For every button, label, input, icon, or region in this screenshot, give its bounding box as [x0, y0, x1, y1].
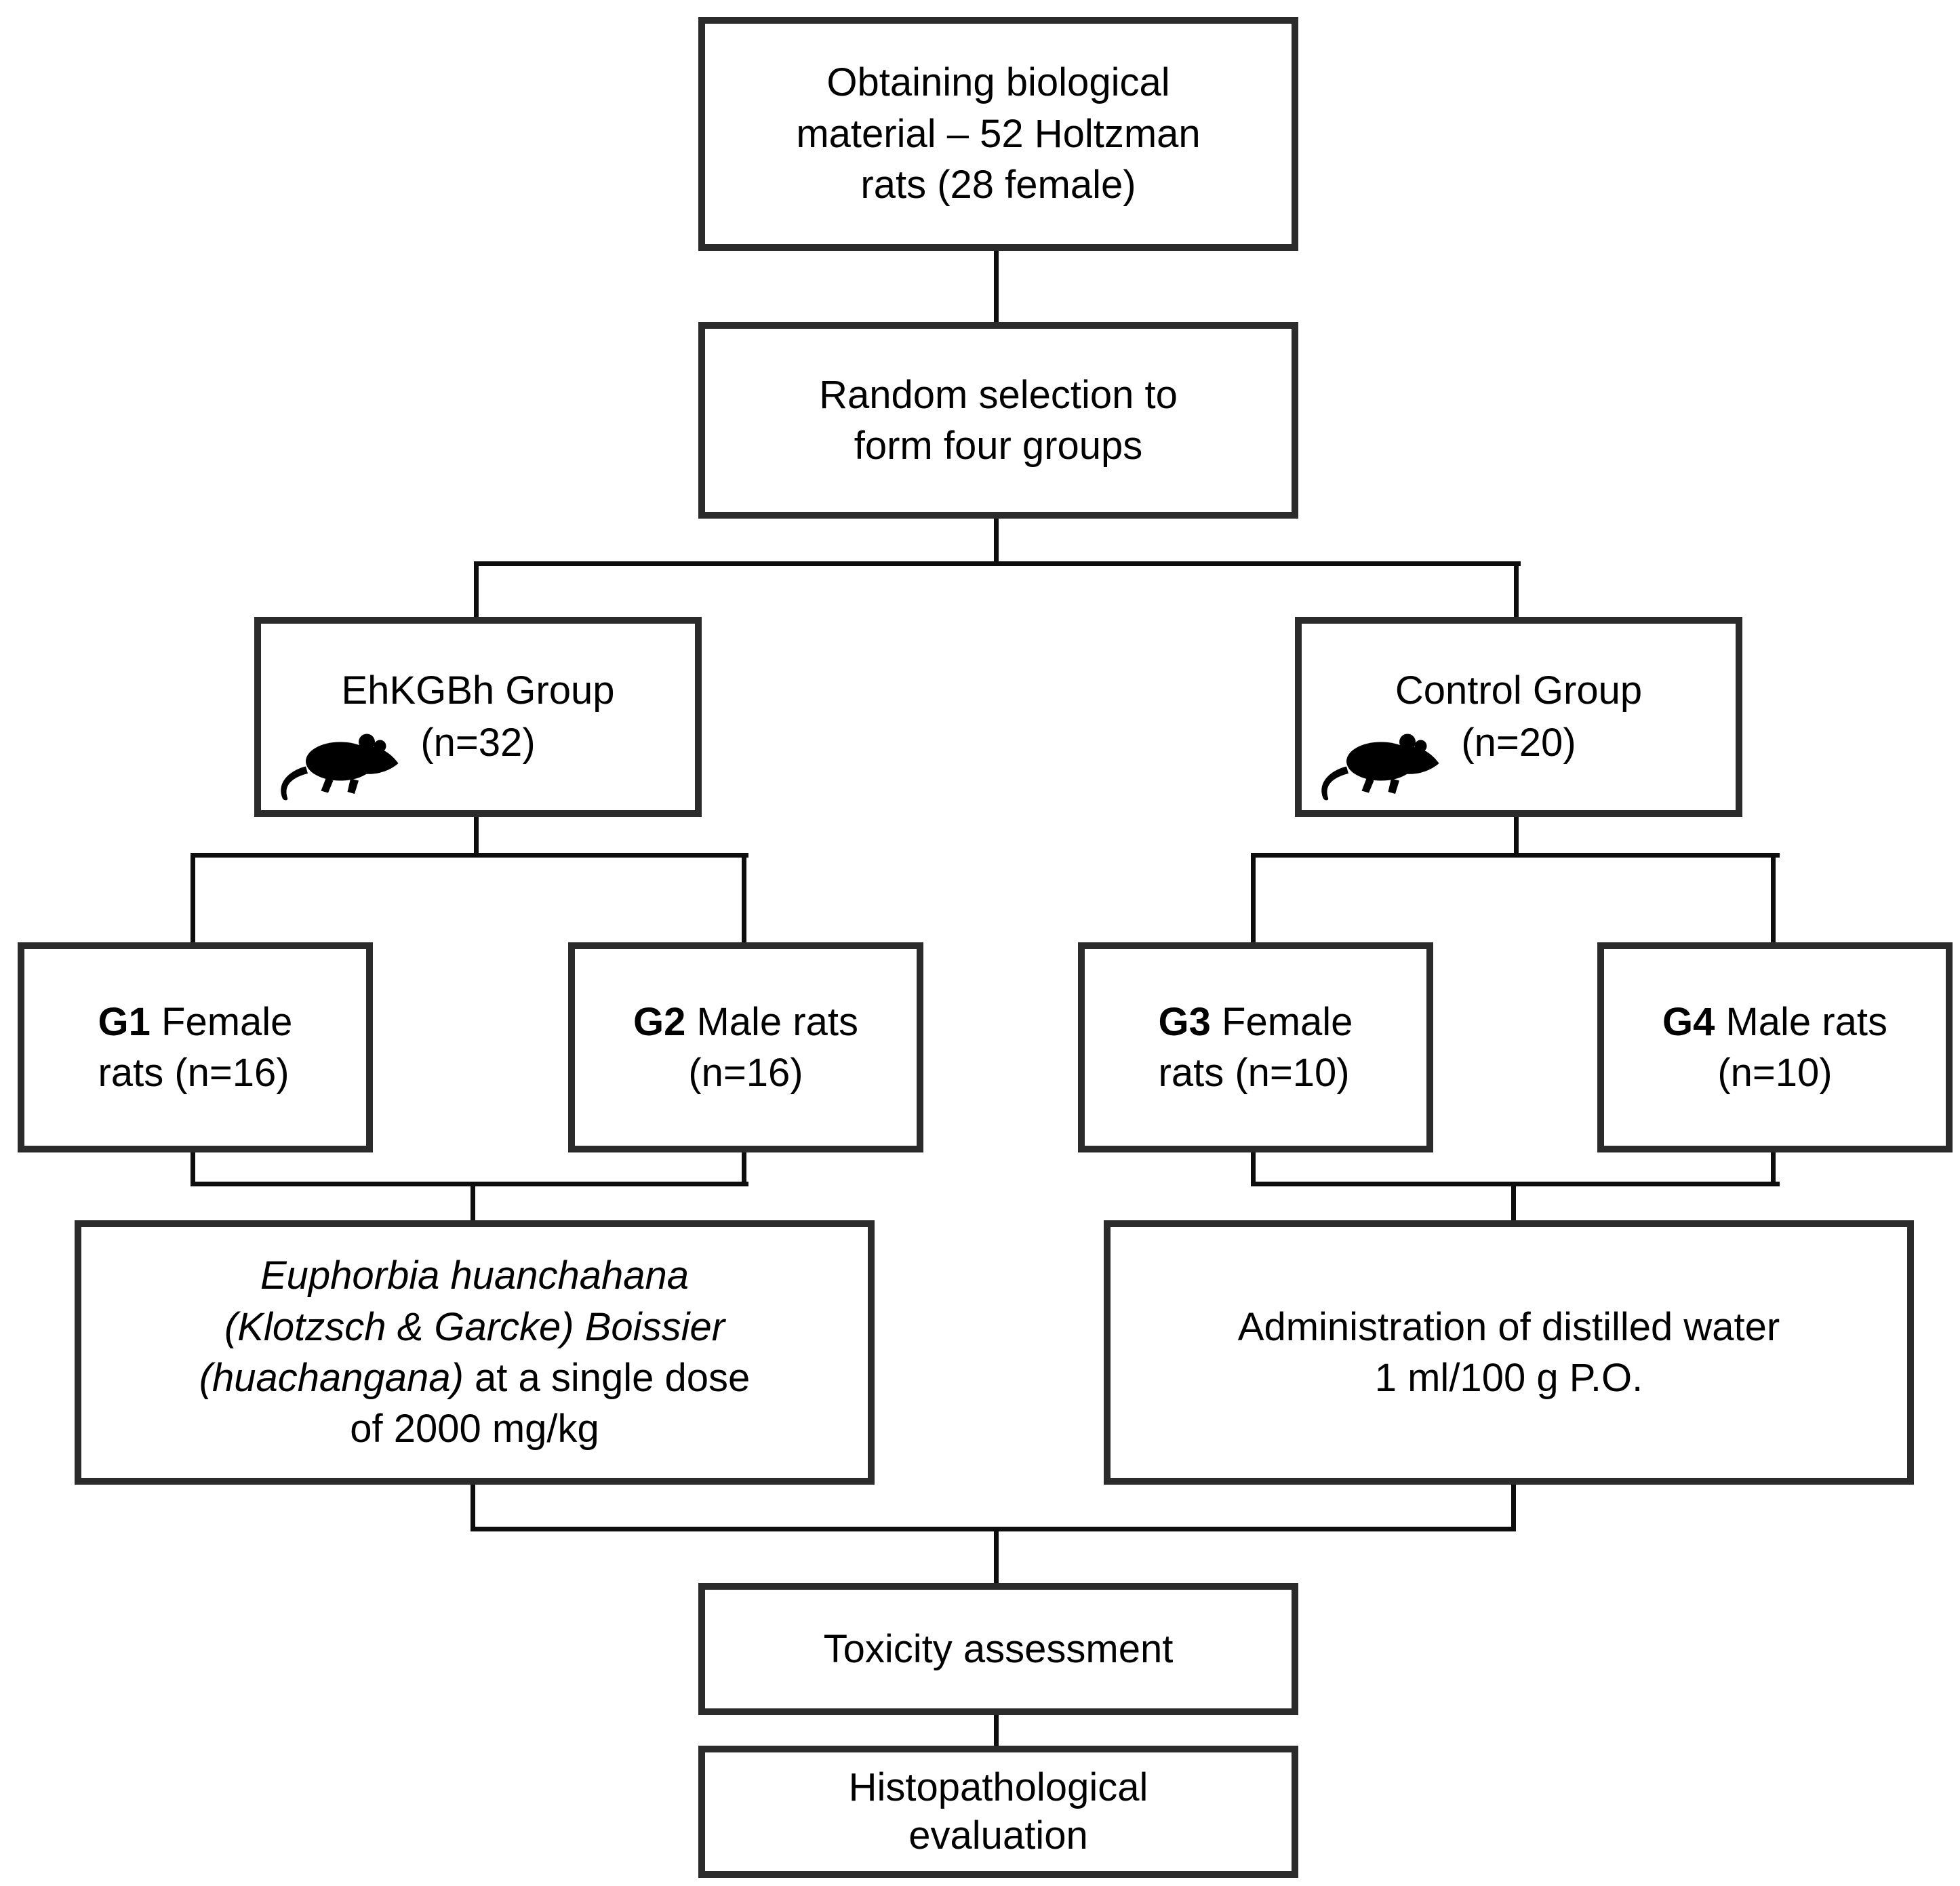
box-text-line: Histopathological [848, 1765, 1148, 1809]
box-text-line: Euphorbia huanchahana [260, 1253, 689, 1298]
box-text-line: rats (n=10) [1158, 1051, 1350, 1095]
box-text-line: (n=10) [1717, 1051, 1833, 1095]
rat-icon [1321, 734, 1439, 801]
box-text-line: form four groups [854, 424, 1143, 468]
group-count: (n=32) [420, 720, 536, 765]
connector [191, 1182, 748, 1186]
box-g3-female-rats: G3 Female rats (n=10) [1078, 942, 1433, 1152]
rat-icon [281, 734, 399, 801]
connector [994, 517, 999, 565]
group-title: Control Group [1395, 668, 1643, 713]
connector [191, 853, 195, 946]
box-ehkgbh-group: EhKGBh Group (n=32) [254, 617, 702, 817]
box-text: Male rats [1715, 999, 1887, 1044]
group-label: G4 [1662, 999, 1715, 1044]
connector [1771, 853, 1776, 946]
connector [994, 1712, 999, 1749]
box-text-line: (n=16) [688, 1051, 803, 1095]
connector [476, 561, 1521, 566]
connector [471, 1482, 475, 1531]
box-ehkgbh-treatment: Euphorbia huanchahana (Klotzsch & Garcke… [75, 1220, 875, 1485]
connector [1251, 853, 1780, 858]
box-text-line: rats (28 female) [860, 163, 1136, 207]
box-text: Female [150, 999, 293, 1044]
box-text-line: G3 Female [1159, 997, 1353, 1047]
box-text-line: G4 Male rats [1662, 997, 1887, 1047]
connector [191, 853, 748, 858]
box-text: (huachangana) [199, 1356, 464, 1400]
connector [742, 853, 746, 946]
group-title: EhKGBh Group [341, 668, 615, 713]
connector [1514, 561, 1519, 621]
connector [191, 1150, 195, 1186]
connector [1514, 814, 1519, 856]
box-g1-female-rats: G1 Female rats (n=16) [18, 942, 373, 1152]
connector [1511, 1482, 1516, 1531]
connector [1251, 1150, 1256, 1186]
connector [994, 1527, 999, 1586]
connector [1511, 1182, 1516, 1224]
group-label: G1 [98, 999, 151, 1044]
box-text-line: material – 52 Holtzman [796, 111, 1201, 156]
connector [474, 561, 479, 621]
box-text-line: Administration of distilled water [1237, 1304, 1780, 1349]
box-text-line: of 2000 mg/kg [350, 1407, 599, 1451]
box-text-line: G1 Female [98, 997, 293, 1047]
connector [994, 249, 999, 324]
box-g2-male-rats: G2 Male rats (n=16) [568, 942, 923, 1152]
box-g4-male-rats: G4 Male rats (n=10) [1597, 942, 1953, 1152]
box-text-line: rats (n=16) [98, 1051, 289, 1095]
box-text-line: G2 Male rats [633, 997, 858, 1047]
box-random-selection: Random selection to form four groups [698, 322, 1298, 519]
connector [474, 814, 479, 856]
box-text: Female [1210, 999, 1353, 1044]
group-label: G2 [633, 999, 686, 1044]
connector [471, 1527, 1516, 1531]
connector [471, 1182, 475, 1224]
box-histopathological-evaluation: Histopathological evaluation [698, 1746, 1298, 1878]
box-text-line: Toxicity assessment [823, 1626, 1174, 1671]
box-text: at a single dose [463, 1356, 751, 1400]
connector [742, 1150, 746, 1186]
box-text-line: (Klotzsch & Garcke) Boissier [224, 1304, 725, 1349]
box-text-line: Obtaining biological [826, 60, 1170, 105]
box-text-line: 1 ml/100 g P.O. [1374, 1356, 1643, 1400]
connector [1771, 1150, 1776, 1186]
box-obtaining-material: Obtaining biological material – 52 Holtz… [698, 17, 1298, 251]
box-text-line: Random selection to [819, 372, 1178, 417]
box-control-treatment: Administration of distilled water 1 ml/1… [1104, 1220, 1914, 1485]
box-control-group: Control Group (n=20) [1295, 617, 1742, 817]
connector [1251, 853, 1256, 946]
group-count: (n=20) [1461, 720, 1576, 765]
box-text-line: evaluation [908, 1813, 1088, 1858]
group-label: G3 [1158, 999, 1211, 1044]
box-toxicity-assessment: Toxicity assessment [698, 1583, 1298, 1715]
box-text: Male rats [685, 999, 858, 1044]
box-text-line: (huachangana) at a single dose [199, 1352, 751, 1403]
